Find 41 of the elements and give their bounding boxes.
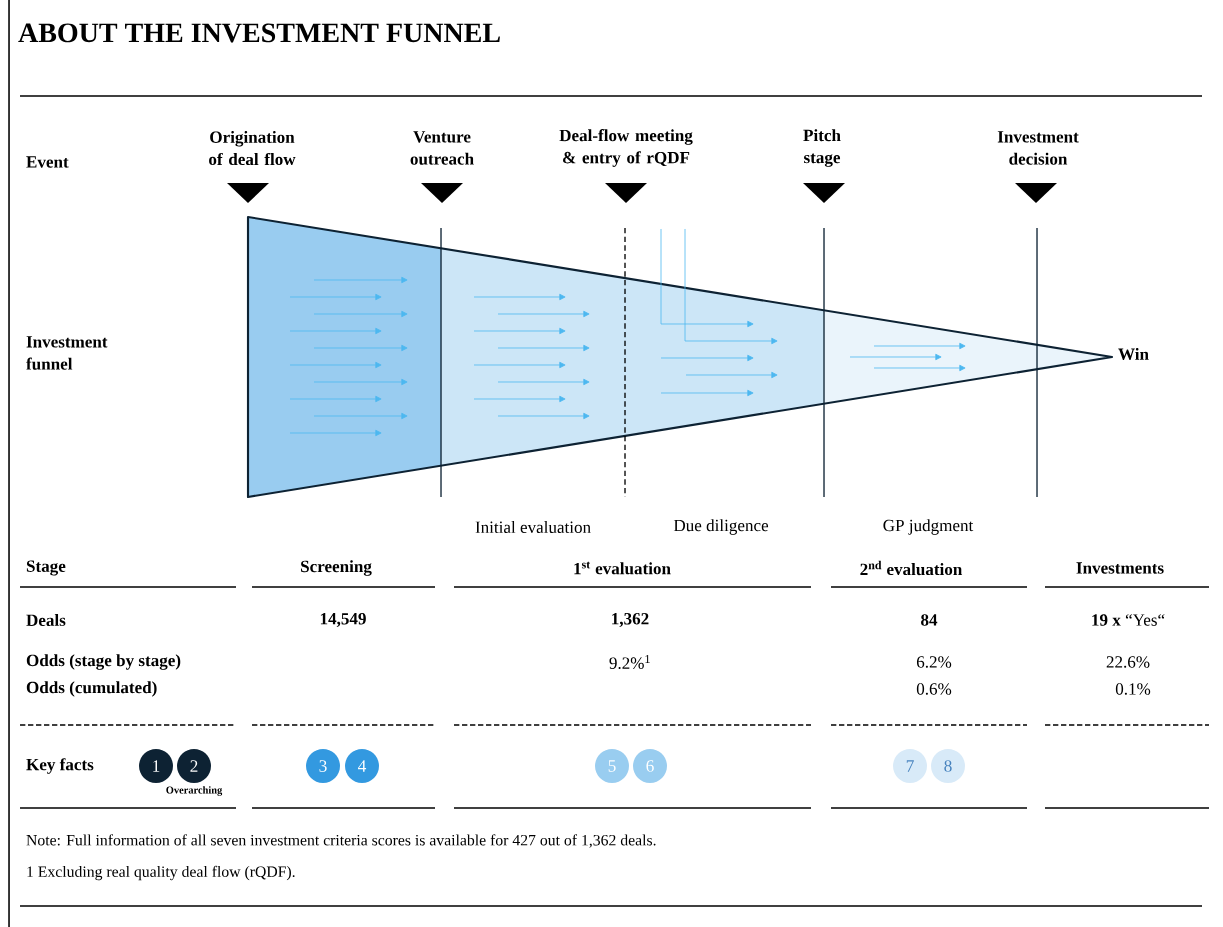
event-label: Venture outreach <box>410 131 474 165</box>
table-value: 1,362 <box>612 613 649 627</box>
key-fact-badge: 6 <box>633 749 667 783</box>
end-label: Win <box>1118 347 1149 361</box>
key-fact-badge: 7 <box>893 749 927 783</box>
column-header: 1$^{st}$ evaluation <box>574 561 671 575</box>
footnote-text: 1 Excluding real quality deal flow (rQDF). <box>27 865 295 881</box>
phase-label: GP judgment <box>883 519 974 535</box>
column-header: Screening <box>301 560 372 576</box>
event-label: Pitch stage <box>803 129 841 167</box>
row-label: Odds (stage by stage) <box>26 654 181 670</box>
key-fact-badge: 8 <box>931 749 965 783</box>
row-label: Event <box>26 156 69 168</box>
table-value: 84 <box>921 614 938 626</box>
title: ABOUT THE INVESTMENT FUNNEL <box>18 23 500 43</box>
row-label: Stage <box>26 560 66 576</box>
key-fact-badge: 5 <box>595 749 629 783</box>
table-value: 0.6% <box>916 683 952 695</box>
row-label: Odds (cumulated) <box>26 681 157 697</box>
key-fact-badge: 3 <box>306 749 340 783</box>
event-label: Investment decision <box>997 131 1079 165</box>
row-label: Key facts <box>26 758 94 774</box>
table-value: 6.2% <box>916 656 952 668</box>
event-label: Deal-flow meeting & entry of rQDF <box>559 129 693 167</box>
table-value: 22.6% <box>1106 656 1150 668</box>
table-value: 14,549 <box>320 613 366 627</box>
badge-caption: Overarching <box>166 786 223 796</box>
note-text: Note: Full information of all seven investment criteria scores is available for 427 out of 1,362 deals. <box>26 834 656 848</box>
phase-label: Initial evaluation <box>475 521 591 533</box>
table-value: 0.1% <box>1115 683 1151 695</box>
table-value: 9.2%$^{1}$ <box>609 655 650 669</box>
event-label: Origination of deal flow <box>209 130 296 166</box>
key-fact-badge: 2 <box>177 749 211 783</box>
column-header: Investments <box>1076 562 1164 574</box>
row-label: Investment funnel <box>26 336 108 370</box>
phase-label: Due diligence <box>673 519 769 535</box>
table-value: 19 x “Yes“ <box>1092 614 1165 626</box>
key-fact-badge: 4 <box>345 749 379 783</box>
row-label: Deals <box>26 614 66 626</box>
key-fact-badge: 1 <box>139 749 173 783</box>
column-header: 2$^{nd}$ evaluation <box>860 560 963 576</box>
